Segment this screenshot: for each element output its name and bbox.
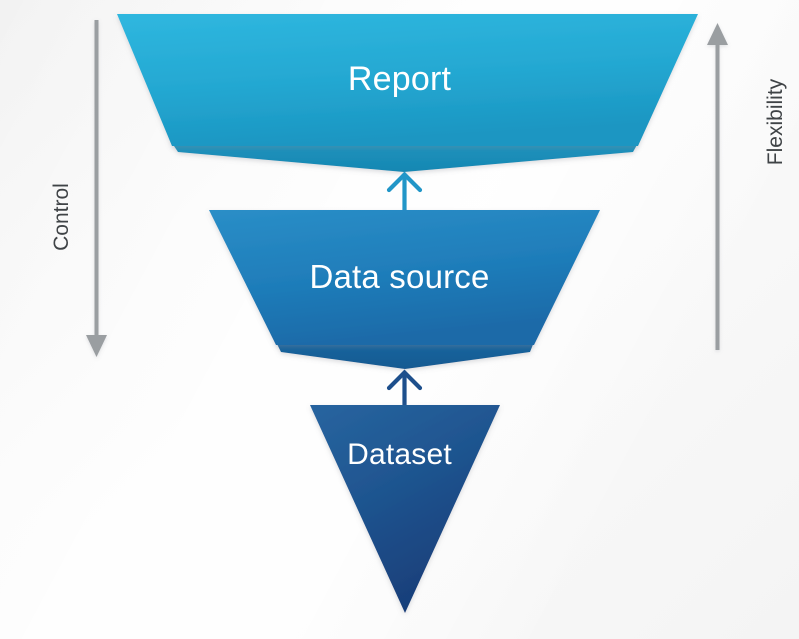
stage-report-fold bbox=[172, 143, 638, 172]
axis-flexibility-arrowhead bbox=[707, 23, 728, 45]
axis-flexibility bbox=[707, 23, 728, 350]
stage-data-source[interactable] bbox=[209, 210, 600, 369]
axis-flexibility-label: Flexibility bbox=[764, 78, 787, 166]
stage-data-source-body bbox=[209, 210, 600, 345]
stage-data-source-fold bbox=[276, 342, 534, 369]
axis-control bbox=[86, 20, 107, 357]
stage-report-body bbox=[117, 14, 698, 146]
arrow-dataset-to-datasource bbox=[386, 369, 423, 406]
arrow-datasource-to-report bbox=[386, 171, 423, 211]
axis-control-label: Control bbox=[50, 183, 73, 251]
stage-report[interactable] bbox=[117, 14, 698, 172]
stage-dataset-body bbox=[310, 405, 500, 613]
axis-control-arrowhead bbox=[86, 335, 107, 357]
stage-dataset[interactable] bbox=[310, 405, 500, 613]
